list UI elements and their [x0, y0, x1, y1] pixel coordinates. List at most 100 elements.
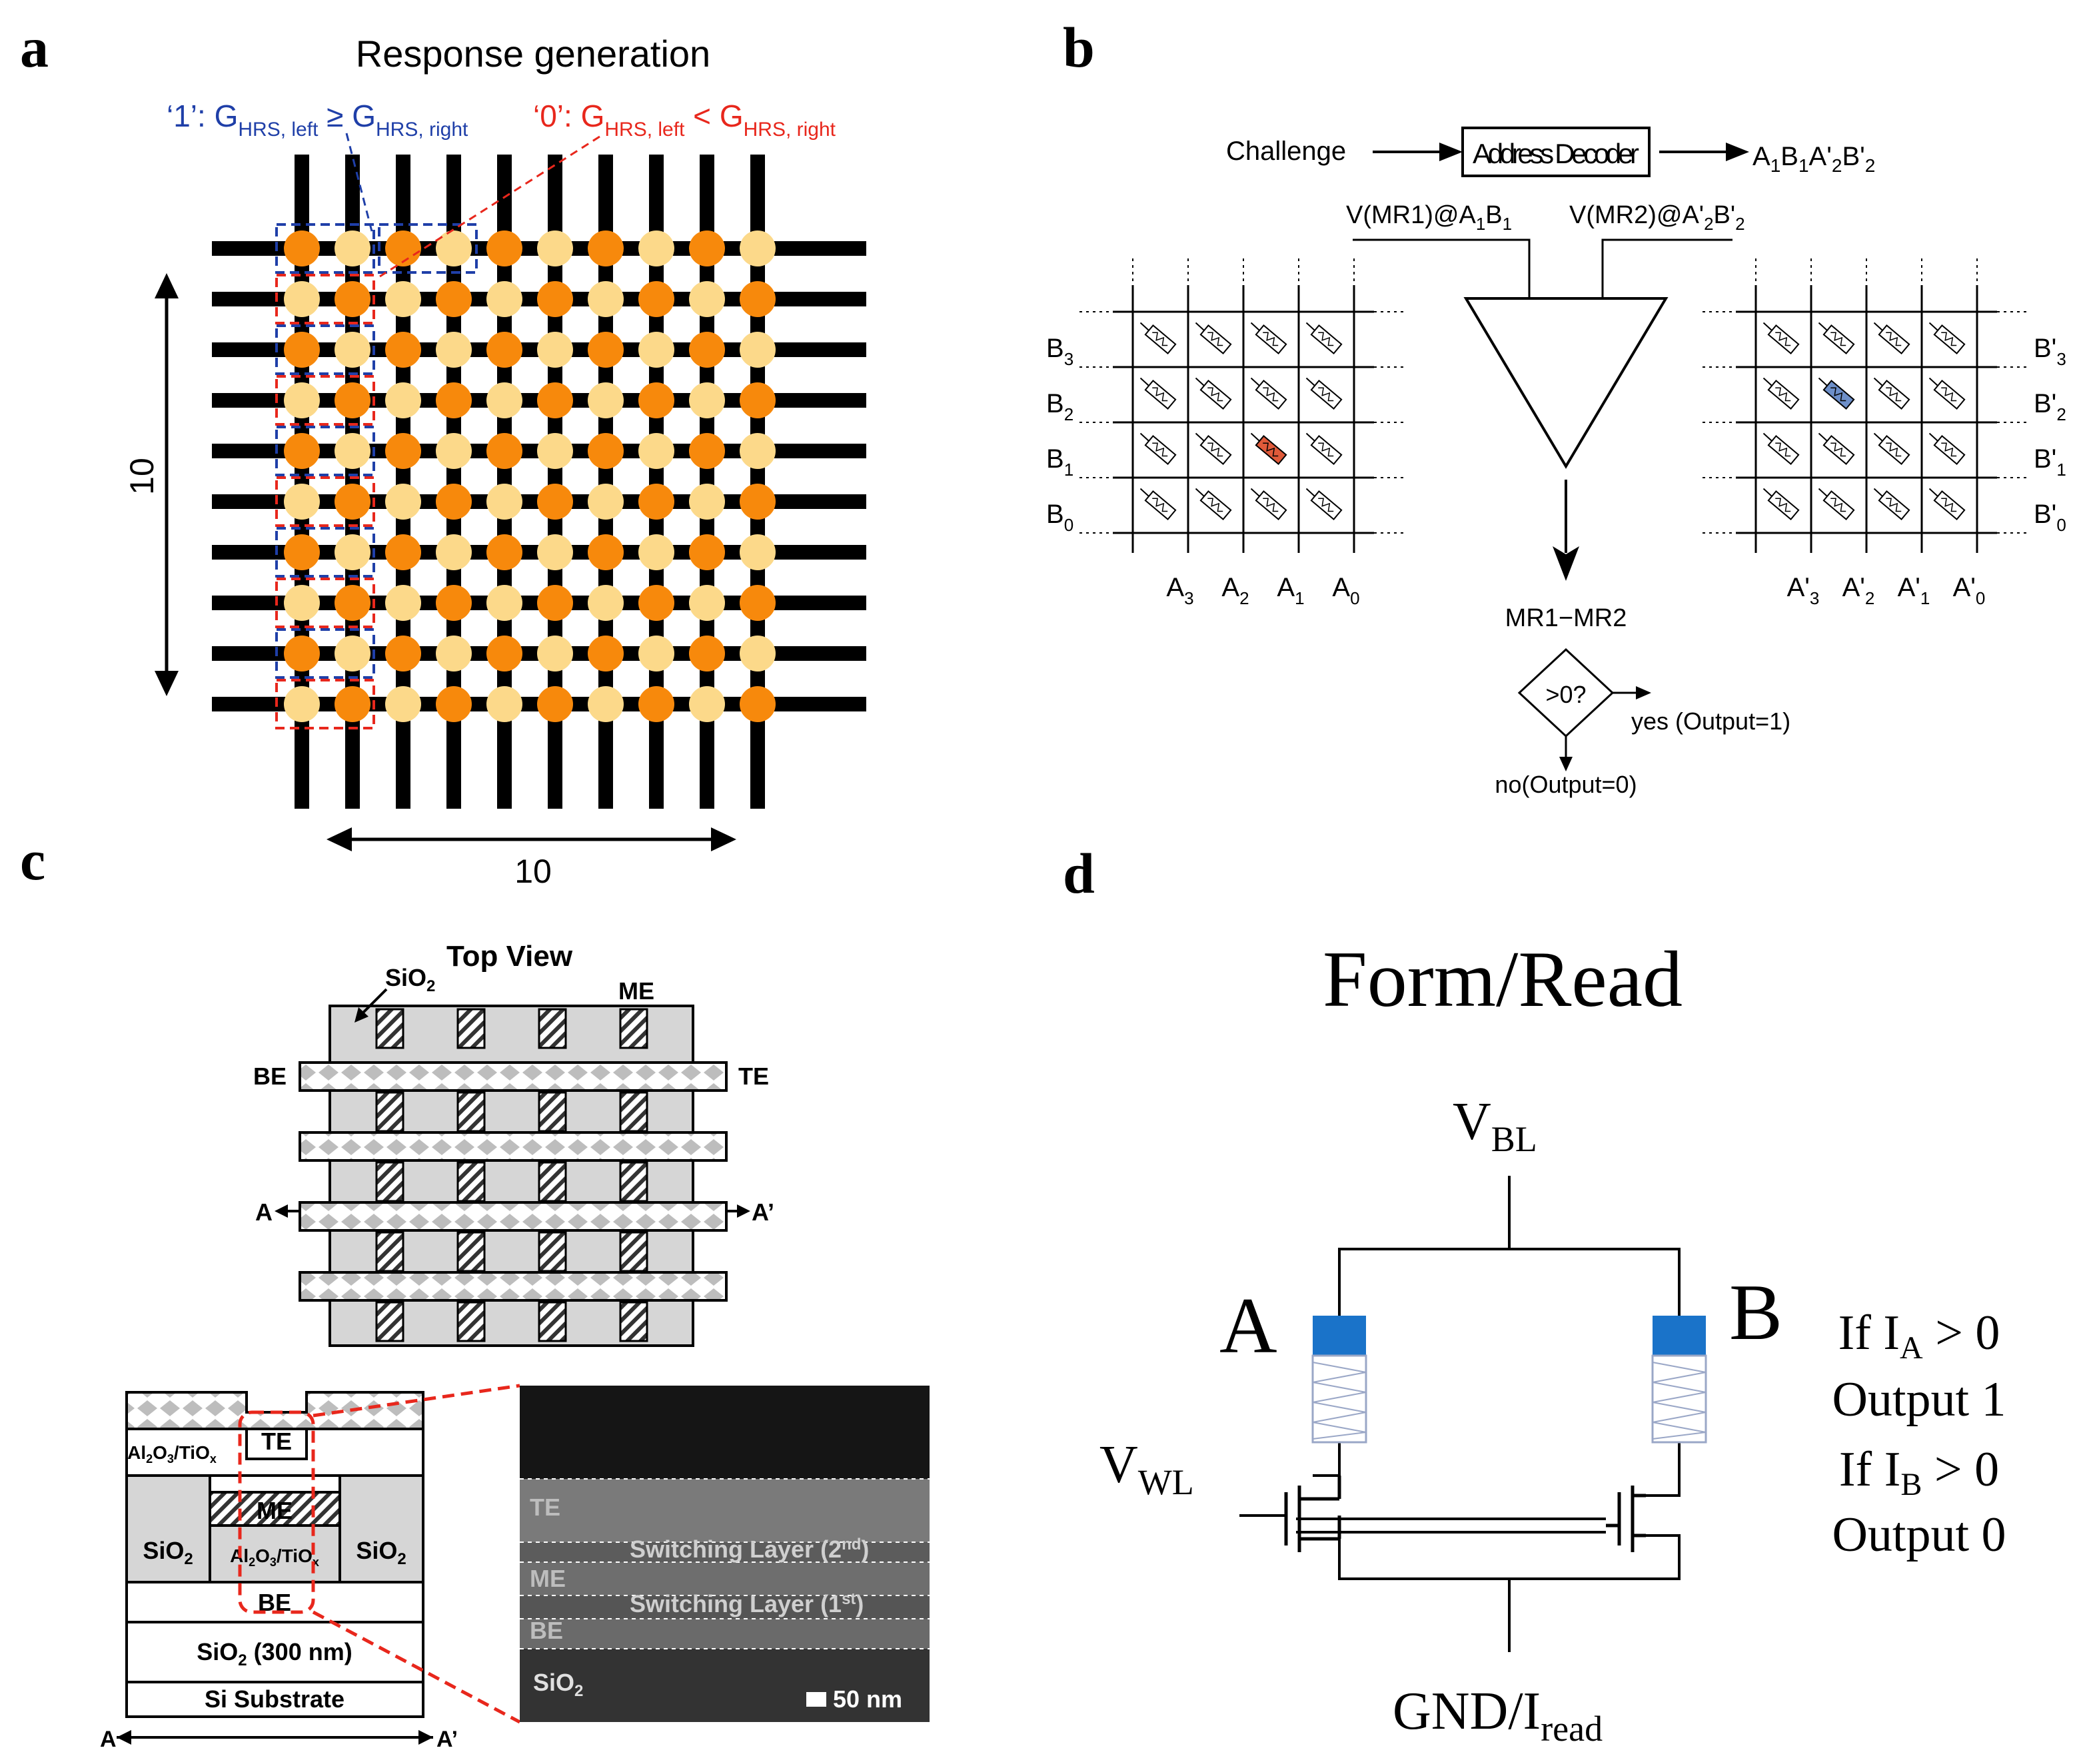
memristor-cell: [1310, 324, 1343, 354]
row-label: B2: [1046, 389, 1073, 424]
cell-dark: [284, 230, 320, 266]
memristor-cell: [1933, 380, 1966, 410]
difference-label: MR1−MR2: [1505, 604, 1627, 632]
cell-dark: [335, 585, 370, 621]
cell-dark: [284, 332, 320, 368]
cross-section: Si Substrate SiO2 (300 nm) BE SiO2 SiO2 …: [100, 1384, 521, 1752]
memristor-symbol: [1830, 387, 1846, 402]
top-view-title: Top View: [446, 940, 573, 973]
rule-zero-pointer: [379, 135, 600, 278]
cell-light: [588, 484, 624, 520]
memristor-cell: [1878, 490, 1910, 520]
memristor-symbol: [1775, 498, 1791, 512]
memristor-cell: [1310, 435, 1343, 465]
memristor-symbol: [1775, 442, 1791, 457]
top-view-me-label: ME: [618, 977, 654, 1005]
cell-light: [486, 585, 522, 621]
memristor-cell: [1878, 324, 1910, 354]
pair-box-highlight: [378, 223, 478, 274]
me-pad: [456, 1008, 486, 1049]
memristor-a-cap: [1313, 1316, 1366, 1356]
cell-light: [486, 281, 522, 317]
tem-top-region: [520, 1386, 930, 1479]
memristor-lead: [1873, 432, 1883, 442]
memristor-lead: [1305, 322, 1315, 331]
tem-scale-bar: [806, 1692, 826, 1707]
cell-dark: [385, 433, 421, 469]
cell-light: [537, 636, 573, 671]
tem-be-label: BE: [530, 1617, 563, 1644]
memristor-symbol: [1941, 442, 1957, 457]
sio2-pointer-line: [358, 988, 388, 1017]
section-arrow-right: [418, 1730, 433, 1745]
cell-light: [638, 332, 674, 368]
electrode-band: [299, 1201, 728, 1232]
cell-light: [588, 281, 624, 317]
rule-line-3: If IB > 0: [1839, 1442, 1999, 1502]
panel-b-letter: b: [1063, 15, 1095, 79]
memristor-cell: [1822, 490, 1855, 520]
cell-light: [486, 484, 522, 520]
rule-line-4: Output 0: [1832, 1508, 2006, 1562]
memristor-a-body: [1311, 1354, 1367, 1444]
cell-dark: [385, 636, 421, 671]
cell-light: [436, 534, 472, 570]
me-layer: [209, 1491, 341, 1527]
memristor-symbol: [1886, 387, 1902, 402]
memristor-cell: [1767, 324, 1800, 354]
memristor-cell: [1822, 324, 1855, 354]
cell-light: [284, 585, 320, 621]
pair-box: [275, 679, 375, 729]
dim-vertical-arrow-up: [155, 273, 179, 298]
top-view-a-arrowhead: [275, 1204, 288, 1218]
memristor-cell: [1767, 435, 1800, 465]
cell-dark: [436, 484, 472, 520]
memristor-cell: [1199, 380, 1232, 410]
memristor-cell: [1199, 435, 1232, 465]
memristor-lead: [1873, 322, 1883, 331]
row-label: B3: [1046, 334, 1073, 369]
cell-dark: [436, 382, 472, 418]
memristor-cell: [1144, 490, 1177, 520]
panel-a-letter: a: [20, 15, 49, 79]
cell-light: [284, 686, 320, 722]
cell-dark: [689, 636, 725, 671]
panel-a-title: Response generation: [356, 33, 710, 75]
cell-light: [335, 433, 370, 469]
memristor-cell: [1144, 435, 1177, 465]
memristor-symbol: [1263, 332, 1279, 346]
memristor-lead: [1928, 432, 1938, 442]
memristor-lead: [1139, 322, 1149, 331]
cell-light: [588, 382, 624, 418]
cell-light: [385, 585, 421, 621]
memristor-lead: [1762, 432, 1772, 442]
cell-dark: [486, 230, 522, 266]
cell-light: [689, 281, 725, 317]
electrode-band: [299, 1061, 728, 1092]
memristor-symbol: [1941, 498, 1957, 512]
memristor-symbol: [1830, 498, 1846, 512]
cell-dark: [638, 585, 674, 621]
cell-light: [335, 332, 370, 368]
cell-dark: [385, 534, 421, 570]
memristor-b: [1651, 1316, 1707, 1444]
me-pad: [538, 1091, 567, 1132]
column-label: A'0: [1953, 573, 1986, 608]
tem-me-label: ME: [530, 1565, 566, 1592]
cell-light: [385, 382, 421, 418]
cell-dark: [740, 484, 776, 520]
address-arrowhead: [1726, 143, 1749, 161]
node-b-label: B: [1729, 1268, 1782, 1356]
column-label: A'3: [1787, 573, 1820, 608]
circuit-wires: [1239, 1176, 1681, 1652]
pair-box: [275, 324, 375, 375]
panel-c: c Top View SiO2 ME BE TE A A’ Si Substra…: [20, 828, 930, 1752]
pair-box: [275, 578, 375, 628]
cell-light: [740, 636, 776, 671]
cell-dark: [588, 636, 624, 671]
cell-dark: [335, 281, 370, 317]
cell-dark: [638, 686, 674, 722]
memristor-lead: [1250, 377, 1260, 386]
tem-sl2-label: Switching Layer (2nd): [630, 1536, 869, 1563]
